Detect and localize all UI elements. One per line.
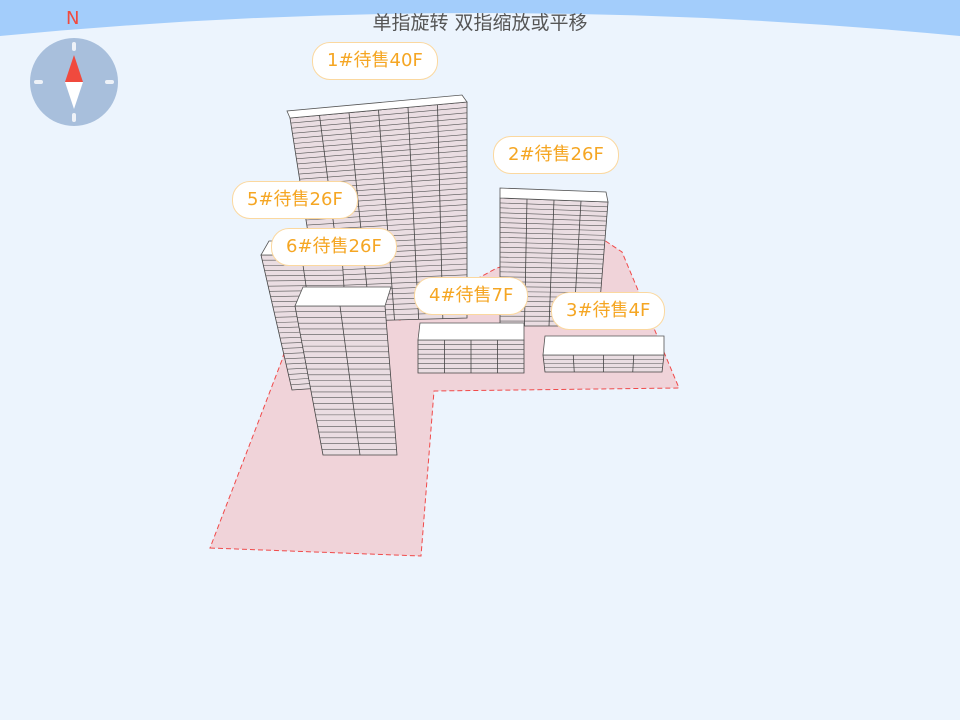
gesture-hint: 单指旋转 双指缩放或平移 [372,12,588,34]
building-roof [294,286,392,307]
column-line [348,112,371,321]
building-label-6[interactable]: 6#待售26F [271,228,397,266]
north-label: N [66,8,80,29]
sky-band [0,0,960,36]
column-line [339,305,361,456]
building-label-4[interactable]: 4#待售7F [414,277,529,315]
building-roof [286,94,468,119]
building-label-1[interactable]: 1#待售40F [312,42,438,80]
building-label-3[interactable]: 3#待售4F [551,292,666,330]
column-line [378,109,395,321]
column-line [632,354,635,373]
building-label-5[interactable]: 5#待售26F [232,181,358,219]
building-roof [542,335,665,356]
column-line [548,199,555,327]
building-4[interactable] [417,322,525,374]
building-roof [499,187,609,203]
building-roof [417,322,525,341]
building-3[interactable] [542,335,665,373]
compass-icon[interactable] [30,38,118,126]
column-line [572,354,575,373]
building-label-2[interactable]: 2#待售26F [493,136,619,174]
building-6[interactable] [294,286,398,456]
